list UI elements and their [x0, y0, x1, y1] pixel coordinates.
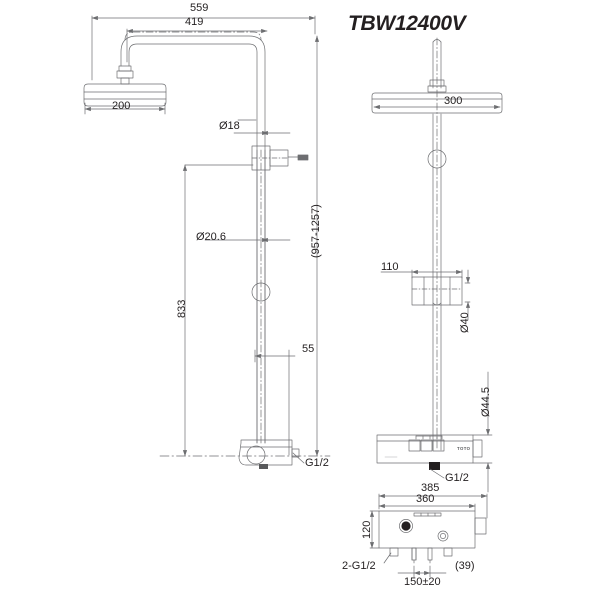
dim-head-dia-front: 300 — [444, 95, 463, 107]
dim-inlet-thread-side: G1/2 — [305, 457, 329, 469]
dim-body-depth: 120 — [361, 520, 373, 539]
dim-bracket-dia: Ø40 — [459, 312, 471, 333]
toto-logo: TOTO — [457, 446, 471, 451]
dim-inlet-thread-front: G1/2 — [445, 472, 469, 484]
dim-inlet-threads: 2-G1/2 — [342, 560, 376, 572]
side-elevation-geometry — [83, 31, 309, 469]
dim-body-width: 360 — [416, 493, 435, 505]
dim-arm-tube-dia: Ø18 — [219, 120, 240, 132]
bottom-plan-geometry — [378, 510, 487, 564]
front-elevation-dimension-lines — [373, 104, 501, 493]
dim-riser-height: 833 — [176, 299, 188, 318]
dim-overall-reach: 559 — [190, 2, 209, 14]
dim-inlet-spacing: 150±20 — [404, 576, 441, 588]
side-elevation-dimension-lines — [84, 15, 331, 457]
dim-bracket-width: 110 — [381, 261, 399, 273]
dim-adjust-range: (957-1257) — [310, 204, 322, 258]
dim-head-dia-side: 200 — [112, 100, 131, 112]
bottom-plan-dimension-lines — [369, 493, 488, 578]
dim-arm-reach: 419 — [185, 16, 204, 28]
dim-inlet-projection: (39) — [455, 560, 475, 572]
dim-body-overall-width: 385 — [421, 482, 440, 494]
drawing-title: TBW12400V — [348, 12, 466, 35]
dim-body-offset: 55 — [302, 343, 315, 355]
dim-body-dia: Ø44.5 — [480, 387, 492, 417]
dim-riser-tube-dia: Ø20.6 — [196, 231, 226, 243]
